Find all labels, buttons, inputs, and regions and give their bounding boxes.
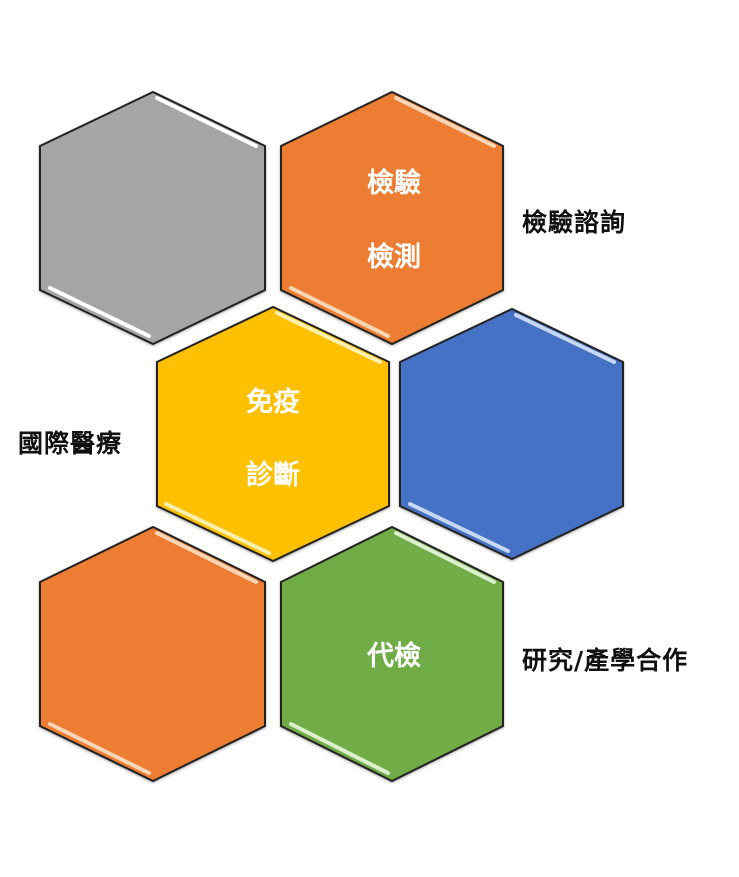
hex-orange-bottom-highlight-top [155, 531, 258, 584]
hex-blue-highlight-bottom [408, 502, 510, 553]
hex-immuno-line-1: 免疫 [246, 386, 300, 418]
hex-contract-highlight-top [394, 531, 496, 584]
hex-inspection-shape [280, 90, 504, 346]
label-consulting: 檢驗諮詢 [522, 208, 627, 237]
hex-immuno-highlight-bottom [164, 502, 271, 555]
hex-contract: 代檢 [280, 525, 504, 783]
hex-blue-shape [399, 307, 624, 561]
hex-grey-highlight-bottom [48, 286, 151, 338]
hex-blue-highlight-top [514, 313, 616, 364]
hex-contract-line-1: 代檢 [366, 640, 421, 672]
hex-grey [39, 90, 266, 346]
hex-immuno-line-2: 診斷 [246, 459, 300, 491]
hex-blue [399, 307, 624, 561]
hex-inspection-highlight-top [394, 96, 496, 148]
hex-grey-shape [39, 90, 266, 346]
hex-inspection-highlight-bottom [289, 286, 390, 338]
hex-orange-bottom [39, 525, 266, 783]
label-international: 國際醫療 [18, 429, 123, 458]
hex-grey-highlight-top [155, 96, 258, 148]
hex-inspection: 檢驗 檢測 [280, 90, 504, 346]
hex-contract-shape [280, 525, 504, 783]
hex-orange-bottom-shape [39, 525, 266, 783]
hex-immuno-shape [156, 305, 390, 563]
hex-inspection-line-1: 檢驗 [367, 167, 421, 199]
hex-immuno: 免疫 診斷 [156, 305, 390, 563]
hex-contract-highlight-bottom [289, 722, 390, 775]
hex-inspection-line-2: 檢測 [367, 241, 421, 273]
label-research: 研究/產學合作 [522, 646, 689, 675]
hex-orange-bottom-highlight-bottom [48, 722, 151, 775]
hex-immuno-highlight-top [275, 311, 382, 364]
